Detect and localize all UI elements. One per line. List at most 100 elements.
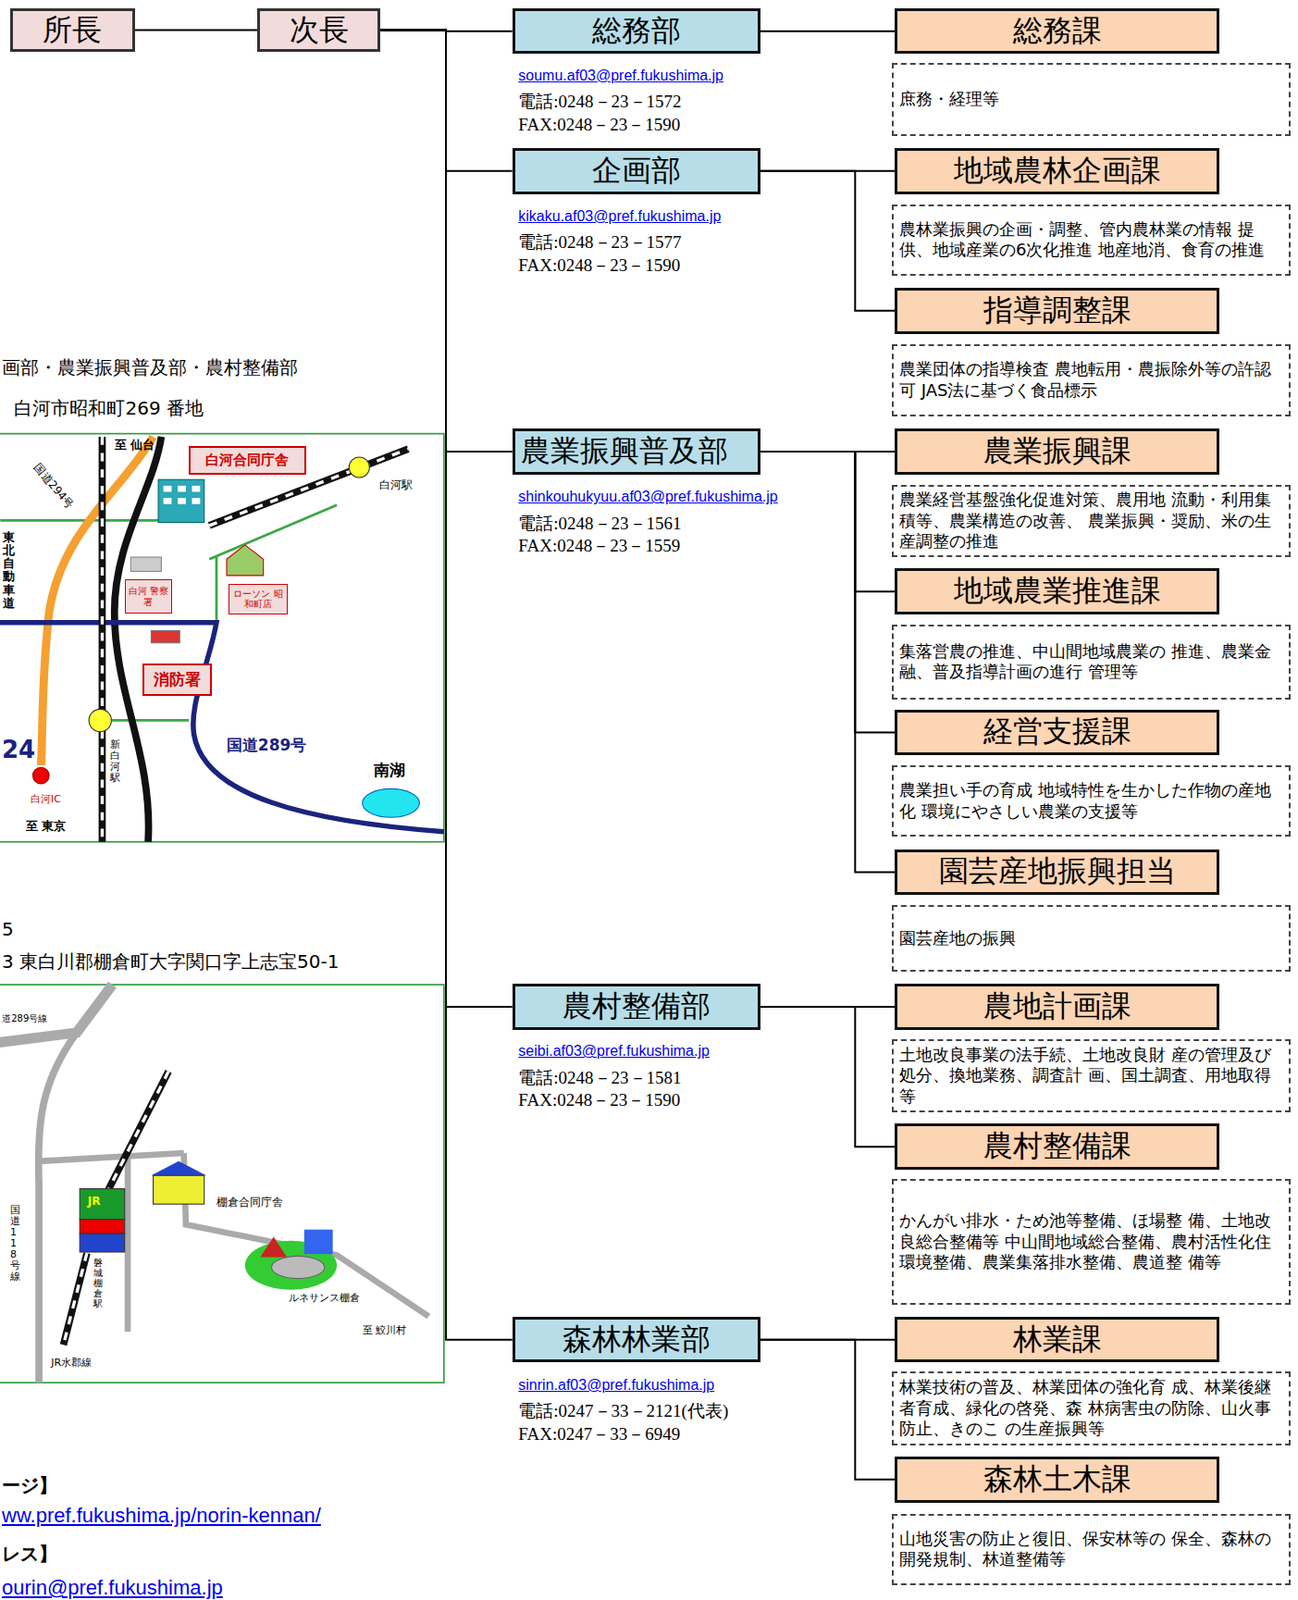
node-text: 農村整備部 [562, 986, 711, 1027]
node-text: 白河 警察署 [127, 585, 171, 607]
road [38, 1032, 77, 1383]
node-text: 地域農業推進課 [953, 570, 1162, 612]
map-or-contact-label: JR [87, 1195, 101, 1209]
railway-dash [63, 1252, 87, 1345]
map-or-contact-label: 新白河駅 [110, 739, 121, 784]
node-text: 消防署 [153, 668, 201, 691]
node-text: 森林土木課 [983, 1458, 1132, 1500]
node-text: かんがい排水・ため池等整備、ほ場整 備、土地改良総合整備等 中山間地域総合整備、… [899, 1210, 1284, 1274]
map-or-contact-label: 東北自動車道 [2, 531, 15, 611]
duty-box: 林業技術の普及、林業団体の強化育 成、林業後継者育成、緑化の啓発、森 林病害虫の… [891, 1371, 1291, 1445]
map-or-contact-label: 国道118号線 [10, 1204, 21, 1284]
station-icon [79, 1188, 125, 1220]
national-road [0, 622, 445, 832]
map-or-contact-label: 電話:0248－23－1561 [518, 513, 681, 534]
map-or-contact-label: 南湖 [373, 761, 406, 780]
map-or-contact-label: 電話:0248－23－1572 [518, 91, 681, 112]
lake [362, 788, 421, 817]
map-or-contact-label: 至 鮫川村 [362, 1324, 408, 1337]
map-or-contact-label: FAX:0247－33－6949 [518, 1423, 680, 1445]
section-box: 林業課 [894, 1316, 1220, 1363]
node-text: 農業団体の指導検査 農地転用・農振除外等の許認可 JAS法に基づく食品標示 [899, 358, 1284, 401]
building-roof [150, 1161, 207, 1175]
map-place-box: ローソン 昭和町店 [228, 583, 288, 615]
node-text: 指導調整課 [983, 290, 1132, 332]
map-or-contact-label: レス】 [1, 1543, 58, 1565]
node-text: 農業経営基盤強化促進対策、農用地 流動・利用集積等、農業構造の改善、 農業振興・… [899, 489, 1284, 553]
railway [63, 1252, 87, 1345]
map-or-contact-label: JR水郡線 [50, 1357, 92, 1370]
duty-box: 農業経営基盤強化促進対策、農用地 流動・利用集積等、農業構造の改善、 農業振興・… [891, 484, 1291, 557]
map-frame [0, 433, 445, 842]
section-box: 園芸産地振興担当 [894, 849, 1220, 896]
department-box: 総務部 [512, 8, 761, 55]
node-text: 総務部 [592, 11, 681, 52]
map-or-contact-label: FAX:0248－23－1590 [518, 255, 680, 276]
police-icon [130, 556, 161, 571]
road [38, 1152, 185, 1162]
road [101, 718, 189, 722]
railway [98, 436, 107, 842]
station-dot [88, 708, 112, 731]
interchange-dot [32, 766, 50, 784]
section-box: 農地計画課 [894, 983, 1220, 1030]
section-box: 森林土木課 [894, 1456, 1220, 1503]
map-or-contact-label: 3 東白川郡棚倉町大字関口字上志宝50-1 [1, 951, 339, 973]
map-or-contact-label: ww.pref.fukushima.jp/norin-kennan/ [1, 1503, 322, 1527]
section-box: 経営支援課 [894, 709, 1220, 756]
node-text: 総務課 [1013, 11, 1102, 52]
map-or-contact-label: 白河IC [30, 793, 62, 806]
window [163, 497, 173, 505]
map-or-contact-label: FAX:0248－23－1590 [518, 1089, 680, 1111]
map-or-contact-label: shinkouhukyuu.af03@pref.fukushima.jp [518, 488, 778, 506]
duty-box: 山地災害の防止と復旧、保安林等の 保全、森林の開発規制、林道整備等 [891, 1513, 1291, 1585]
duty-box: 園芸産地の振興 [891, 904, 1291, 972]
title-box: 次長 [257, 8, 381, 52]
map-or-contact-label: kikaku.af03@pref.fukushima.jp [518, 208, 721, 225]
map-place-box: 消防署 [142, 663, 212, 696]
station-icon [79, 1219, 125, 1234]
building-windows [163, 485, 201, 505]
node-text: 地域農林企画課 [953, 150, 1162, 192]
node-text: 森林林業部 [562, 1319, 711, 1360]
connector-line [760, 1006, 896, 1147]
node-text: ローソン 昭和町店 [231, 588, 285, 610]
building-icon [153, 1174, 205, 1204]
window [192, 497, 201, 505]
node-text: 白河合同庁舎 [205, 451, 289, 470]
section-box: 総務課 [894, 8, 1220, 55]
map-or-contact-label: 電話:0247－33－2121(代表) [518, 1400, 729, 1422]
map-or-contact-label: ージ】 [1, 1474, 58, 1496]
map-or-contact-label: 道289号線 [1, 1013, 48, 1025]
map-or-contact-label: 白河駅 [379, 479, 413, 493]
node-text: 農業振興普及部 [520, 431, 729, 472]
node-text: 園芸産地の振興 [899, 927, 1016, 950]
node-text: 経営支援課 [983, 711, 1132, 753]
map-frame [0, 984, 445, 1383]
duty-box: 農林業振興の企画・調整、管内農林業の情報 提供、地域産業の6次化推進 地産地消、… [891, 204, 1291, 276]
department-box: 農村整備部 [512, 983, 761, 1030]
map-or-contact-label: 至 仙台 [114, 438, 156, 453]
duty-box: かんがい排水・ため池等整備、ほ場整 備、土地改良総合整備等 中山間地域総合整備、… [891, 1178, 1291, 1305]
node-text: 庶務・経理等 [899, 88, 1000, 111]
window [192, 485, 201, 493]
node-text: 土地改良事業の法手続、土地改良財 産の管理及び処分、換地業務、調査計 画、国土調… [899, 1044, 1284, 1108]
map-place-box: 白河合同庁舎 [188, 445, 307, 475]
park-icon [271, 1255, 325, 1278]
node-text: 企画部 [592, 150, 681, 192]
map-or-contact-label: ルネサンス棚倉 [288, 1292, 360, 1305]
shop-icon [226, 544, 264, 576]
map-or-contact-label: FAX:0248－23－1559 [518, 535, 680, 557]
connector-line [760, 451, 896, 872]
node-text: 農村整備課 [983, 1125, 1132, 1167]
road [215, 556, 219, 623]
connector-line [760, 30, 896, 33]
section-box: 地域農林企画課 [894, 148, 1220, 195]
title-box: 所長 [10, 8, 136, 52]
node-text: 集落営農の推進、中山間地域農業の 推進、農業金融、普及指導計画の進行 管理等 [899, 641, 1284, 683]
department-box: 森林林業部 [512, 1316, 761, 1363]
duty-box: 農業団体の指導検査 農地転用・農振除外等の許認可 JAS法に基づく食品標示 [891, 344, 1291, 417]
connector-line [380, 30, 512, 1340]
section-box: 指導調整課 [894, 287, 1220, 334]
